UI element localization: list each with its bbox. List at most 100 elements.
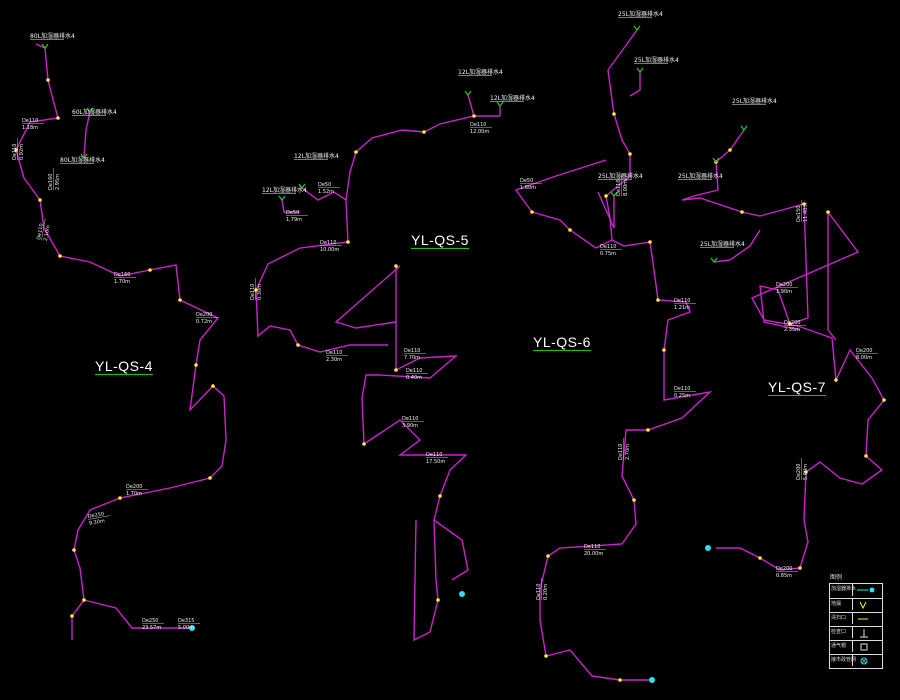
zone-label-yl-qs-6: YL-QS-6 [533,334,591,351]
inlet-outlet-icon [857,587,875,593]
pipe-length-label: 1.18m [22,125,38,131]
pipe-size-label: De160 [114,272,130,278]
pipe-node [148,268,152,272]
pipe-node [82,598,86,602]
pipe-node [472,114,476,118]
pipe-node [834,378,838,382]
pipe-node [70,614,74,618]
pipe-segment [334,265,401,329]
pipe-segment [629,72,641,97]
pipe-length-label: 5.00m [178,625,194,631]
pipe-node [882,398,886,402]
pipe-segment [83,111,91,159]
inlet-label: 80L加湿器排水4 [60,156,105,164]
pipe-size-label: De110 [12,144,18,160]
pipe-size-label: De110 [426,452,442,458]
pipe-node [804,470,808,474]
pipe-node [618,678,622,682]
pipe-length-label: 2.10m [43,225,52,242]
pipe-size-label: De110 [406,368,422,374]
pipe-size-label: De200 [796,464,802,480]
inlet-marker [298,183,306,189]
pipe-length-label: 23.57m [142,625,161,631]
pipe-node [604,194,608,198]
pipe-length-label: 0.40m [406,375,422,381]
inlet-label: 25L加湿器排水4 [634,56,679,64]
legend-row-label: 地漏 [831,601,842,607]
pipe-size-label: De110 [674,386,690,392]
pipe-nodes [14,78,886,682]
pipe-segment [713,229,761,263]
vent-cap-icon [860,643,868,651]
pipe-size-label: De110 [250,284,256,300]
pipe-length-label: 1.90m [776,289,792,295]
inlet-marker [80,153,88,159]
pipe-node [436,598,440,602]
inlet-marker [610,191,618,197]
pipe-segment [413,519,431,642]
inlet-label: 60L加湿器排水4 [72,108,117,116]
floor-drain-icon [859,601,867,610]
inlet-label: 25L加湿器排水4 [678,172,723,180]
pipe-node [194,363,198,367]
pipe-size-label: De250 [87,511,104,520]
pipe-length-label: 5.00m [803,464,809,480]
pipe-segment [681,129,809,331]
legend-title: 图例 [830,574,843,581]
pipe-node [662,348,666,352]
pipe-size-label: De110 [584,544,600,550]
pipe-node [72,548,76,552]
pipe-size-label: De200 [196,312,212,318]
pipe-size-label: De110 [618,444,624,460]
pipe-segment [301,187,347,201]
pipe-size-label: De160 [48,174,54,190]
pipe-size-label: De110 [616,180,622,196]
pipe-node [656,298,660,302]
pipe-node [544,654,548,658]
pipe-length-label: 8.00m [623,180,629,196]
pipe-size-label: De50 [286,210,299,216]
pipe-node [58,254,62,258]
pipe-node [118,496,122,500]
pipe-size-label: De110 [600,244,616,250]
inlet-label: 25L加湿器排水4 [598,172,643,180]
pipe-size-label: De150 [796,206,802,222]
inlet-marker [740,125,748,131]
outlet-marker [649,677,655,683]
outlet-marker [459,591,465,597]
pipe-length-label: 10.00m [320,247,339,253]
pipe-size-label: De110 [674,298,690,304]
pipe-size-label: De200 [776,566,792,572]
pipe-segment [281,199,300,213]
pipe-node [438,494,442,498]
pipe-length-label: 1.52m [318,189,334,195]
pipe-segment [467,94,475,117]
inlet-markers [41,25,748,683]
legend-row-label: 接市政管网 [831,657,857,663]
pipe-node [628,152,632,156]
pipe-length-label: 9.30m [89,518,106,527]
pipe-size-label: De250 [142,618,158,624]
pipe-node [728,148,732,152]
inlet-label: 12L加湿器排水4 [262,186,307,194]
pipe-segment [35,43,46,49]
pipe-node [296,343,300,347]
pipe-segment [15,47,227,640]
